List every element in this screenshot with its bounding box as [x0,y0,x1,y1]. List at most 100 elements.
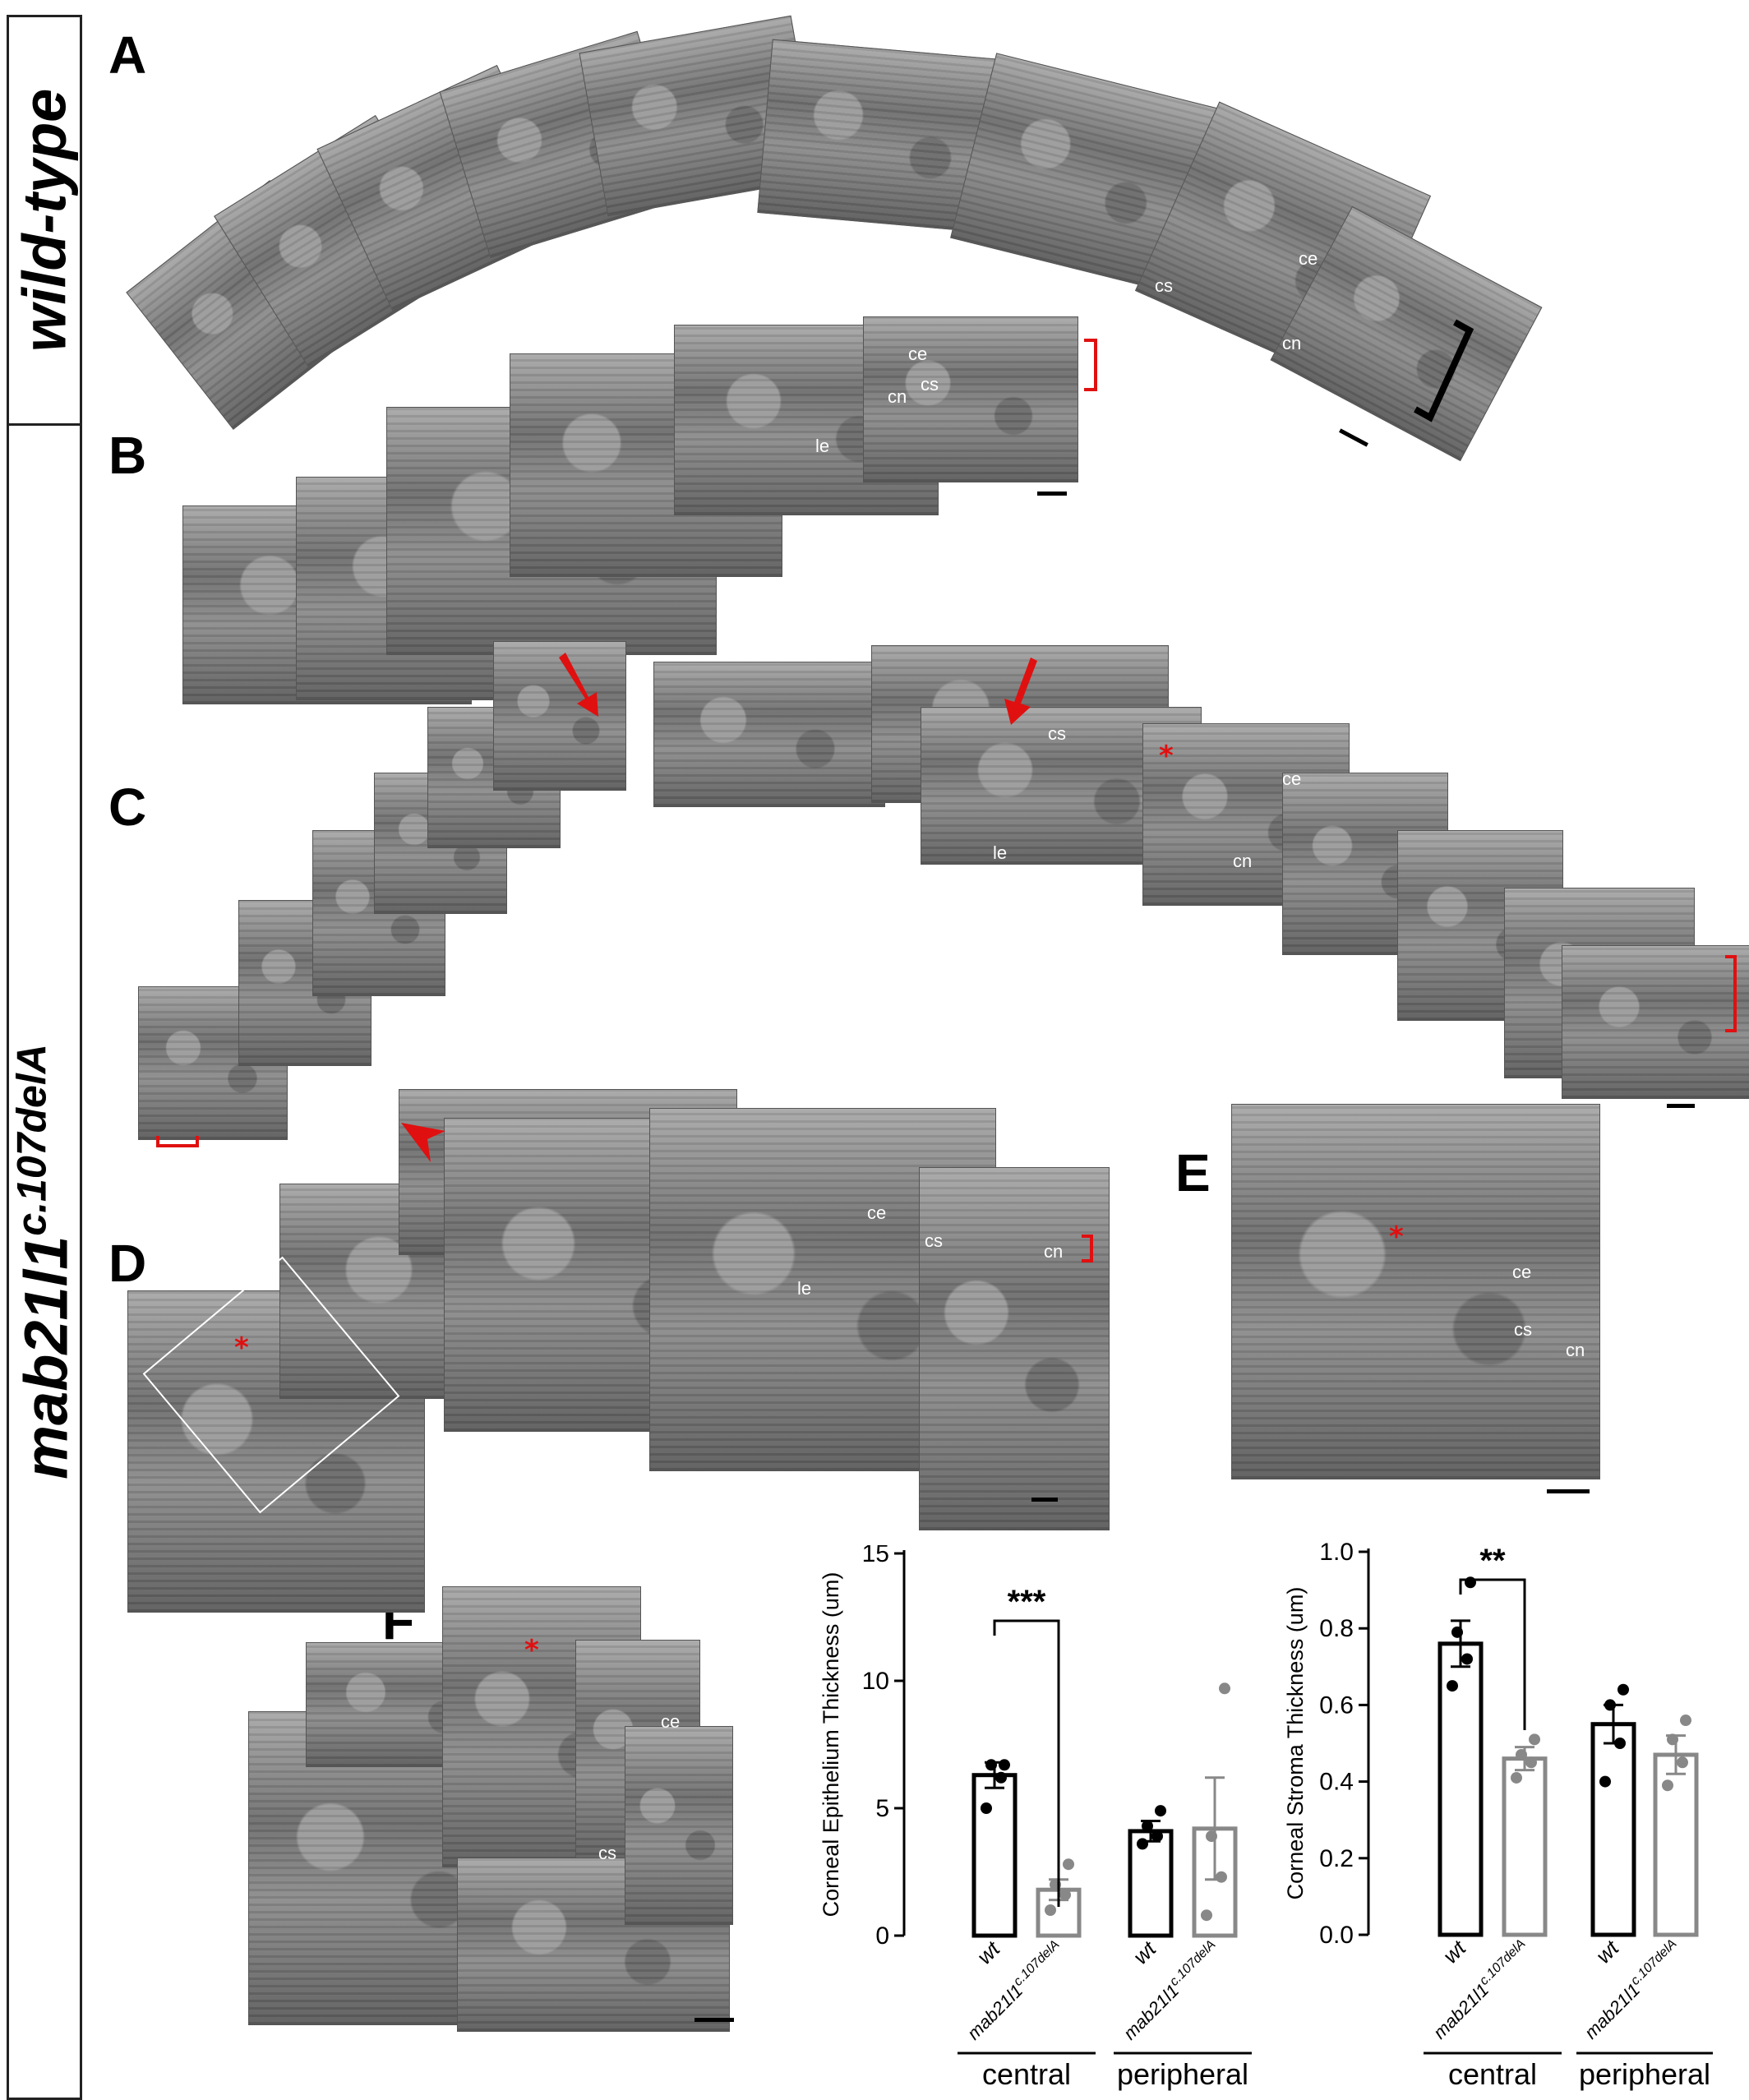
arrowhead-d [401,1123,445,1162]
label-le-c: le [993,842,1008,863]
label-cs-a: cs [1155,275,1173,296]
data-point [1677,1756,1688,1769]
data-point [1529,1733,1540,1746]
y-tick-label: 1.0 [1319,1539,1354,1566]
y-tick-label: 10 [862,1668,889,1695]
data-point [1525,1756,1537,1769]
label-cs-e: cs [1514,1319,1532,1340]
mutant-label-box: mab21l1c.107delA [7,423,82,2100]
data-point [1219,1682,1230,1695]
scale-bar-c [1667,1104,1695,1108]
label-ce-a: ce [1299,248,1318,269]
data-point [1045,1904,1056,1916]
data-point [1201,1909,1212,1922]
data-point [1662,1779,1673,1792]
data-point [1451,1626,1463,1638]
bracket-c-right [1725,955,1737,1032]
data-point [1604,1699,1616,1711]
label-cs-d: cs [925,1230,943,1251]
data-point [1667,1733,1678,1746]
data-point [1617,1683,1629,1696]
scale-bar-d [1031,1498,1058,1502]
data-point [985,1759,997,1771]
label-cs-c: cs [1048,723,1066,744]
data-point [1465,1576,1476,1589]
significance-label: ** [1479,1543,1506,1579]
data-point [1059,1889,1071,1901]
group-label: central [1448,2057,1537,2091]
label-cn-a: cn [1282,333,1302,353]
scale-bar-b [1037,492,1067,496]
y-tick-label: 5 [875,1795,889,1822]
category-label: wt [972,1936,1006,1969]
group-label: peripheral [1579,2057,1710,2091]
label-le-d: le [797,1278,812,1299]
data-point [1614,1738,1626,1749]
data-point [1516,1748,1527,1761]
label-ce-b: ce [908,344,928,364]
category-label: wt [1128,1936,1162,1969]
label-cs-f: cs [598,1843,616,1863]
data-point [1216,1871,1227,1883]
y-axis-label: Corneal Stroma Thickness (um) [1283,1587,1308,1900]
data-point [981,1802,992,1814]
arrows-c [559,653,1037,725]
data-point [1599,1775,1611,1788]
bar [1590,1722,1636,1937]
scale-bar-e [1547,1489,1590,1493]
data-point [999,1759,1010,1771]
bar [1438,1641,1484,1937]
star-f: * [524,1634,539,1667]
bar [1653,1752,1699,1937]
star-d: * [234,1332,249,1364]
y-tick-label: 0.0 [1319,1922,1354,1949]
y-axis-label: Corneal Epithelium Thickness (um) [819,1572,843,1918]
group-label: peripheral [1117,2057,1248,2091]
data-point [1680,1715,1691,1727]
data-point [1447,1680,1458,1692]
bar [971,1773,1018,1938]
y-tick-label: 0.8 [1319,1615,1354,1642]
panel-letter-c: C [108,778,147,837]
significance-bracket [1459,1578,1526,1730]
label-ce-e: ce [1512,1262,1532,1282]
panel-letter-a: A [108,25,147,85]
data-point [1155,1805,1166,1817]
category-label: wt [1591,1935,1625,1968]
wild-type-label: wild-type [10,88,79,353]
y-tick-label: 0.6 [1319,1692,1354,1719]
label-ce-c: ce [1282,768,1302,789]
wild-type-label-box: wild-type [7,15,82,426]
y-tick-label: 0.2 [1319,1845,1354,1872]
bracket-a [1414,319,1474,422]
data-point [995,1771,1007,1784]
data-point [1511,1771,1522,1784]
bracket-d [1082,1235,1093,1262]
data-point [1151,1830,1163,1843]
data-point [1137,1838,1148,1850]
category-label: wt [1438,1935,1472,1968]
bar [1502,1756,1548,1937]
bar [1128,1829,1174,1938]
data-point [1063,1858,1074,1871]
label-cs-b: cs [921,374,939,395]
y-tick-label: 0 [875,1922,889,1950]
significance-label: *** [1008,1584,1046,1620]
y-tick-label: 0.4 [1319,1769,1354,1796]
bracket-b [1084,339,1097,391]
group-label: central [982,2057,1071,2091]
bracket-c-left [156,1136,199,1147]
inset-box-d [142,1256,400,1514]
label-ce-d: ce [867,1202,887,1223]
mutant-label: mab21l1c.107delA [8,1044,81,1479]
panel-letter-d: D [108,1234,147,1293]
significance-bracket [993,1619,1060,1907]
label-cn-c: cn [1233,851,1253,871]
scale-bar-a [1339,428,1368,447]
data-point [1461,1653,1473,1665]
label-le-b: le [815,436,830,456]
panel-letter-e: E [1175,1143,1211,1202]
label-ce-f: ce [661,1711,681,1732]
panel-letter-b: B [108,426,147,485]
